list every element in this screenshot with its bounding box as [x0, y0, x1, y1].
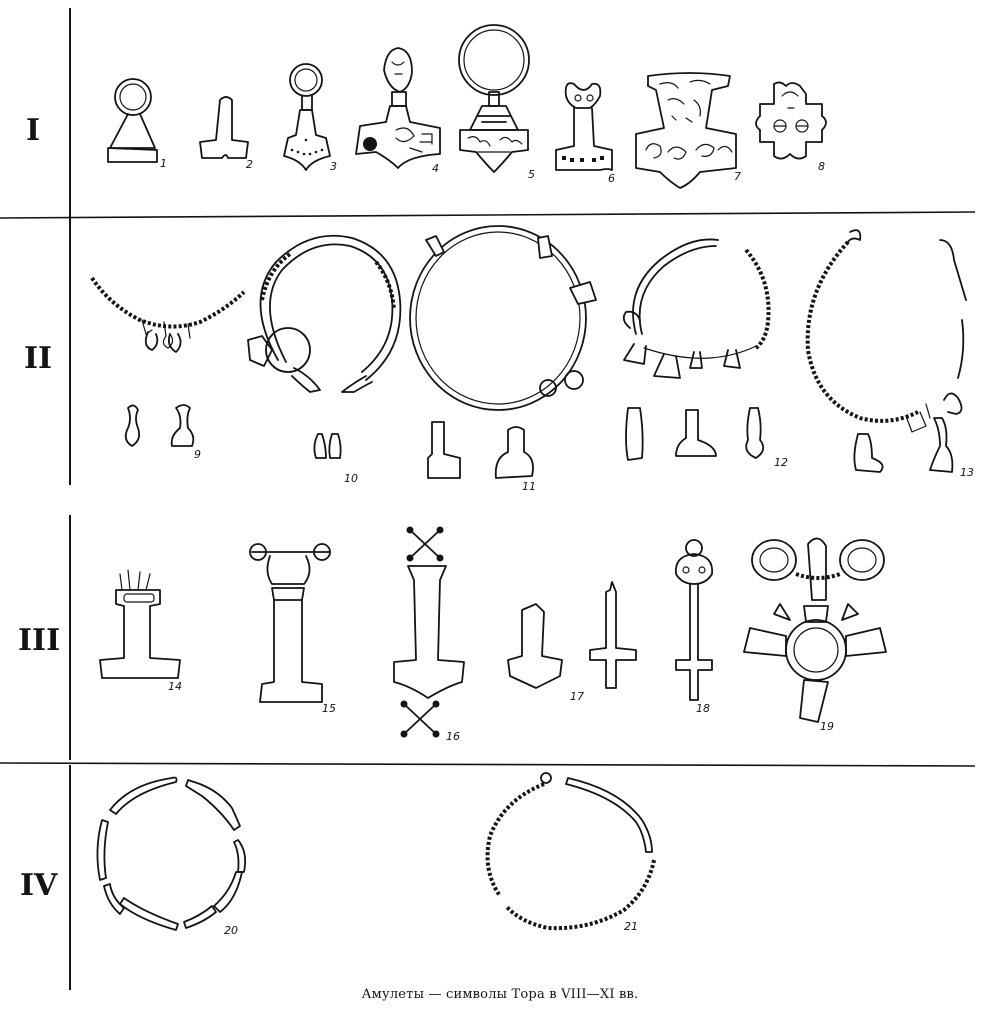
item-label-13: 13 [960, 466, 974, 479]
amulet-5 [458, 24, 530, 173]
neckring-21 [485, 772, 656, 931]
neckring-10 [247, 234, 402, 459]
plate-caption: Амулеты — символы Тора в VIII—XI вв. [361, 987, 639, 1002]
row-label-ii: II [24, 341, 52, 376]
row-label-iii: III [18, 623, 60, 658]
item-label-10: 10 [344, 472, 358, 485]
item-label-1: 1 [160, 157, 167, 170]
item-label-8: 8 [818, 160, 825, 173]
amulet-8 [755, 81, 827, 160]
item-label-15: 15 [322, 702, 336, 715]
row-label-iv: IV [20, 868, 58, 903]
amulet-17 [507, 581, 637, 689]
amulet-16 [393, 526, 465, 738]
amulet-14 [99, 569, 181, 679]
row-label-i: I [26, 113, 40, 148]
amulet-18 [674, 539, 714, 701]
item-label-4: 4 [432, 162, 439, 175]
amulet-6 [555, 82, 613, 171]
necklace-12 [622, 238, 771, 461]
item-label-12: 12 [774, 456, 788, 469]
item-label-19: 19 [820, 720, 834, 733]
item-label-16: 16 [446, 730, 460, 743]
neckring-20 [96, 776, 247, 931]
item-label-14: 14 [168, 680, 182, 693]
item-label-2: 2 [246, 158, 253, 171]
necklace-13 [805, 229, 967, 473]
amulet-3 [283, 63, 331, 171]
amulet-2 [199, 96, 249, 159]
item-label-18: 18 [696, 702, 710, 715]
item-label-17: 17 [570, 690, 584, 703]
item-label-3: 3 [330, 160, 337, 173]
item-label-7: 7 [734, 170, 741, 183]
amulet-1 [107, 78, 158, 163]
amulet-7 [635, 72, 737, 189]
item-label-11: 11 [522, 480, 536, 493]
item-label-9: 9 [194, 448, 201, 461]
neckring-11 [409, 225, 597, 479]
item-label-20: 20 [224, 924, 238, 937]
item-label-6: 6 [608, 172, 615, 185]
necklace-9 [90, 276, 246, 447]
amulet-15 [249, 543, 331, 703]
item-label-21: 21 [624, 920, 638, 933]
amulet-4 [355, 47, 441, 169]
amulet-19 [743, 537, 887, 723]
item-label-5: 5 [528, 168, 535, 181]
plate-frame [0, 8, 976, 990]
